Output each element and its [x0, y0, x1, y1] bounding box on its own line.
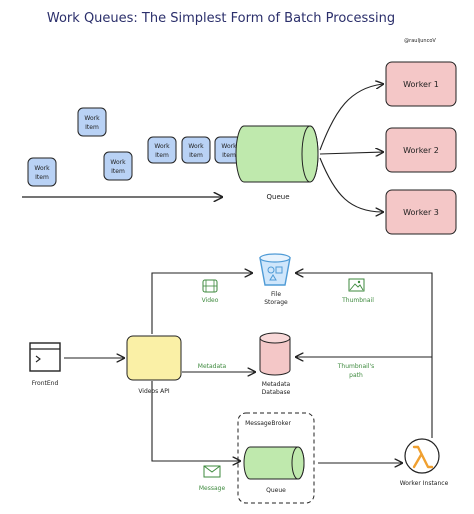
top-queue-label: Queue — [267, 193, 290, 201]
image-icon — [348, 278, 365, 292]
metadata-db-label-line2: Database — [262, 389, 291, 396]
svg-text:Work: Work — [221, 143, 237, 150]
lambda-icon — [404, 438, 440, 474]
arrow-to-worker-2 — [319, 152, 383, 154]
svg-text:Work: Work — [34, 165, 50, 172]
videos-api-label: Videos API — [138, 388, 170, 395]
edge-label-thumbnail-path-line2: path — [349, 372, 363, 379]
file-storage-label-line1: File — [271, 291, 281, 298]
worker-3: Worker 3 — [385, 189, 457, 235]
envelope-icon — [203, 465, 221, 478]
edge-label-video: Video — [202, 297, 219, 304]
svg-text:Worker 2: Worker 2 — [403, 146, 439, 155]
work-item: Work Item — [77, 107, 107, 137]
arrow-to-worker-3 — [319, 157, 383, 212]
browser-icon — [29, 342, 61, 372]
svg-text:Item: Item — [35, 174, 49, 181]
file-storage-label-line2: Storage — [264, 299, 288, 306]
arrow-worker-to-storage — [296, 273, 433, 438]
message-broker-label: MessageBroker — [245, 420, 291, 427]
metadata-database-icon — [259, 332, 291, 376]
bottom-queue-label: Queue — [266, 487, 286, 494]
edge-label-thumbnail-path-line1: Thumbnail's — [337, 363, 375, 370]
worker-1: Worker 1 — [385, 61, 457, 107]
work-item: Work Item — [103, 151, 133, 181]
work-item: Work Item — [27, 157, 57, 187]
frontend-label: FrontEnd — [32, 380, 59, 387]
videos-api-box — [126, 335, 182, 381]
worker-instance-label: Worker Instance — [400, 480, 449, 487]
credit-handle: @rauljuncoV — [404, 38, 436, 44]
svg-text:Work: Work — [110, 159, 126, 166]
svg-text:Item: Item — [85, 124, 99, 131]
svg-text:Work: Work — [154, 143, 170, 150]
bottom-queue — [243, 446, 305, 480]
svg-text:Item: Item — [155, 152, 169, 159]
work-item: Work Item — [147, 136, 177, 164]
svg-text:Item: Item — [222, 152, 236, 159]
edge-label-metadata: Metadata — [198, 363, 227, 370]
metadata-db-label-line1: Metadata — [262, 381, 291, 388]
svg-text:Worker 1: Worker 1 — [403, 80, 439, 89]
arrow-to-worker-1 — [319, 84, 383, 151]
svg-text:Work: Work — [84, 115, 100, 122]
top-queue — [235, 125, 319, 183]
work-item: Work Item — [181, 136, 211, 164]
worker-2: Worker 2 — [385, 127, 457, 173]
message-broker-container — [237, 412, 315, 504]
svg-text:Work: Work — [188, 143, 204, 150]
arrow-api-to-queue — [151, 381, 240, 461]
arrow-api-to-storage — [151, 273, 252, 334]
video-icon — [202, 279, 218, 293]
file-storage-icon — [259, 253, 291, 286]
svg-text:Item: Item — [111, 168, 125, 175]
svg-text:Worker 3: Worker 3 — [403, 208, 439, 217]
edge-label-thumbnail: Thumbnail — [341, 297, 374, 304]
diagram-title: Work Queues: The Simplest Form of Batch … — [47, 11, 395, 26]
edge-label-message: Message — [199, 485, 226, 492]
svg-text:Item: Item — [189, 152, 203, 159]
